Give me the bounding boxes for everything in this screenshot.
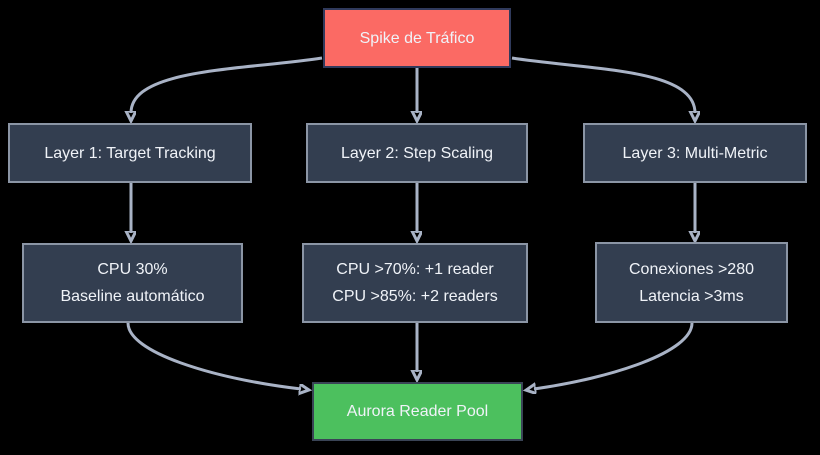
node-layer1-target-tracking: Layer 1: Target Tracking xyxy=(8,123,252,183)
node-label: Layer 1: Target Tracking xyxy=(44,144,216,162)
node-detail-multi-metric: Conexiones >280 Latencia >3ms xyxy=(595,242,788,323)
node-label-line1: CPU >70%: +1 reader xyxy=(336,261,494,278)
node-label: Layer 2: Step Scaling xyxy=(340,144,494,162)
node-layer3-multi-metric: Layer 3: Multi-Metric xyxy=(583,123,807,183)
node-layer2-step-scaling: Layer 2: Step Scaling xyxy=(306,123,528,183)
node-detail-target-tracking: CPU 30% Baseline automático xyxy=(22,243,243,323)
node-detail-step-scaling: CPU >70%: +1 reader CPU >85%: +2 readers xyxy=(302,243,528,323)
node-label: Aurora Reader Pool xyxy=(346,403,489,420)
edge-detail1-pool xyxy=(126,322,301,389)
node-label-line2: Baseline automático xyxy=(60,288,205,305)
edge-spike-layer1 xyxy=(131,56,323,113)
node-label-line2: CPU >85%: +2 readers xyxy=(332,288,498,305)
node-label-line2: Latencia >3ms xyxy=(639,287,744,305)
node-aurora-reader-pool: Aurora Reader Pool xyxy=(312,382,523,441)
node-spike-de-trafico: Spike de Tráfico xyxy=(323,8,511,68)
node-label: Layer 3: Multi-Metric xyxy=(622,144,768,162)
edge-spike-layer3 xyxy=(511,56,695,113)
node-label-line1: CPU 30% xyxy=(97,261,168,278)
edge-detail3-pool xyxy=(534,322,694,389)
node-label-line1: Conexiones >280 xyxy=(629,260,754,278)
node-label: Spike de Tráfico xyxy=(359,29,475,47)
